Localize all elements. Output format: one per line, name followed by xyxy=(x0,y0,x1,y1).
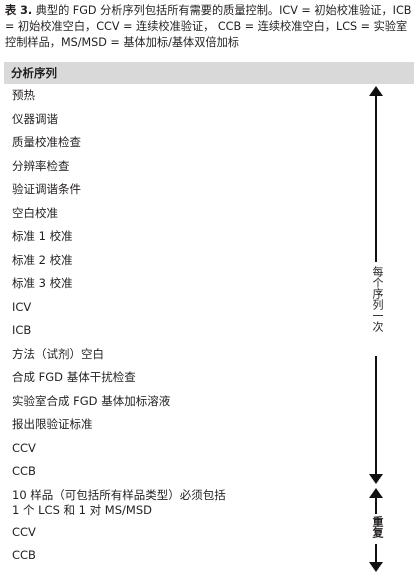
table-row: 预热 xyxy=(4,88,340,103)
table-row: 空白校准 xyxy=(4,206,340,221)
table-cell-line: 空白校准 xyxy=(12,205,58,220)
table-header-label: 分析序列 xyxy=(11,66,57,80)
table-caption: 表 3. 典型的 FGD 分析序列包括所有需要的质量控制。ICV = 初始校准验… xyxy=(5,3,415,51)
table-cell-line: CCV xyxy=(12,440,36,455)
table-row: 验证调谐条件 xyxy=(4,182,340,197)
repeat-arrow-down-head xyxy=(369,562,383,572)
table-cell-line: 标准 1 校准 xyxy=(12,229,73,243)
table-row: CCV xyxy=(4,441,340,456)
caption-label: 表 3. xyxy=(5,4,33,17)
once-per-sequence-label: 每个序列一次 xyxy=(371,266,384,332)
table-cell-line: 合成 FGD 基体干扰检查 xyxy=(12,370,136,384)
table-cell-line: 实验室合成 FGD 基体加标溶液 xyxy=(12,393,171,408)
once-arrow-down-head xyxy=(369,474,383,484)
table-row: CCB xyxy=(4,464,340,479)
table-cell-line: CCB xyxy=(12,548,36,562)
table-cell-line: 方法（试剂）空白 xyxy=(12,346,104,361)
table-row: 方法（试剂）空白 xyxy=(4,347,340,362)
table-row: CCB xyxy=(4,548,340,563)
table-cell-line: 报出限验证标准 xyxy=(12,417,93,431)
table-cell-line: CCV xyxy=(12,524,36,539)
table-row: ICV xyxy=(4,300,340,315)
sequence-table: 分析序列 预热仪器调谐质量校准检查分辨率检查验证调谐条件空白校准标准 1 校准标… xyxy=(4,62,414,573)
table-cell-line: 标准 2 校准 xyxy=(12,252,73,267)
table-row: 标准 3 校准 xyxy=(4,276,340,291)
table-cell-line: 标准 3 校准 xyxy=(12,276,73,290)
table-cell-line: 质量校准检查 xyxy=(12,135,81,149)
table-cell-line: ICV xyxy=(12,299,32,314)
table-cell-line: 10 样品（可包括所有样品类型）必须包括 xyxy=(12,487,226,502)
table-cell-line: 分辨率检查 xyxy=(12,158,70,173)
table-cell-line: ICB xyxy=(12,323,32,337)
table-row: 合成 FGD 基体干扰检查 xyxy=(4,370,340,385)
table-cell-line: CCB xyxy=(12,464,36,478)
table-row: 仪器调谐 xyxy=(4,112,340,127)
table-header: 分析序列 xyxy=(4,62,414,84)
table-cell-line: 仪器调谐 xyxy=(12,111,58,126)
table-row: CCV xyxy=(4,525,340,540)
table-cell-line: 验证调谐条件 xyxy=(12,182,81,196)
table-row: 质量校准检查 xyxy=(4,135,340,150)
caption-text: 典型的 FGD 分析序列包括所有需要的质量控制。ICV = 初始校准验证，ICB… xyxy=(5,4,412,49)
table-row: 分辨率检查 xyxy=(4,159,340,174)
table-row: ICB xyxy=(4,323,340,338)
bracket-arrows xyxy=(366,86,386,572)
once-arrow-up-head xyxy=(369,86,383,96)
bracket-column: 每个序列一次 重复 xyxy=(340,84,414,573)
table-row: 标准 2 校准 xyxy=(4,253,340,268)
table-cell-line: 预热 xyxy=(12,88,35,102)
repeat-arrow-up-head xyxy=(369,488,383,498)
repeat-label: 重复 xyxy=(371,516,384,538)
table-row: 标准 1 校准 xyxy=(4,229,340,244)
table-row: 报出限验证标准 xyxy=(4,417,340,432)
table-row: 实验室合成 FGD 基体加标溶液 xyxy=(4,394,340,409)
table-cell-line: 1 个 LCS 和 1 对 MS/MSD xyxy=(12,502,152,517)
